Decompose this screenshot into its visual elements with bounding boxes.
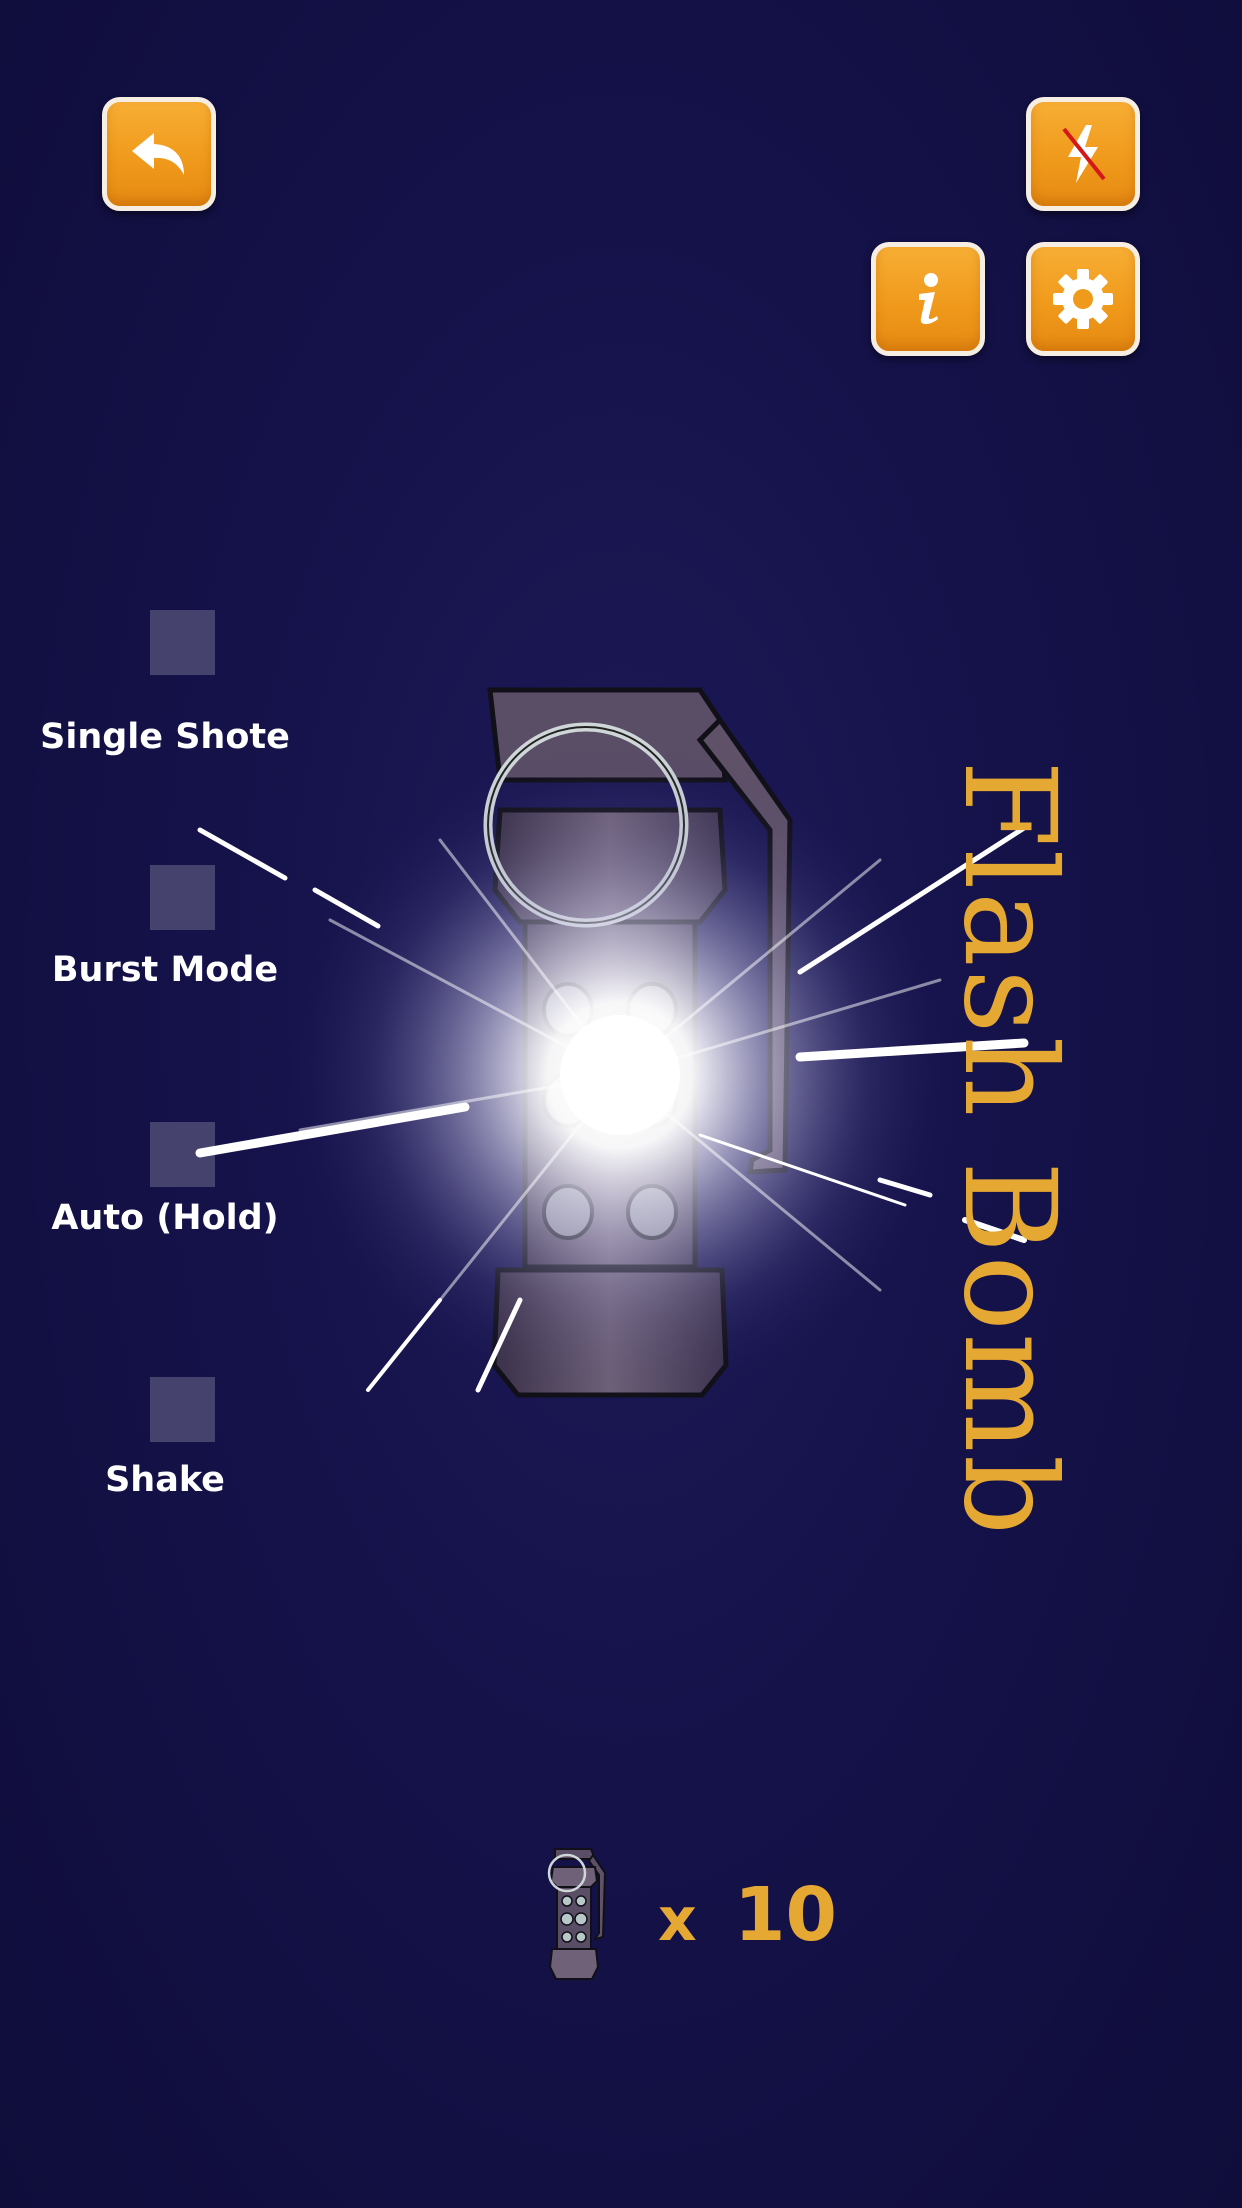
flash-toggle-button[interactable]	[1026, 97, 1140, 211]
grenade-count-icon	[547, 1848, 607, 1980]
single-shot-label: Single Shote	[40, 717, 290, 757]
info-icon	[919, 273, 938, 325]
burst-mode-checkbox[interactable]	[150, 865, 215, 930]
counter-prefix: x	[658, 1885, 697, 1955]
grenade-count: 10	[734, 1872, 837, 1958]
flash-grenade-illustration[interactable]	[180, 660, 1060, 1420]
auto-hold-label: Auto (Hold)	[51, 1198, 279, 1238]
back-arrow-icon	[132, 133, 184, 175]
gear-icon	[1053, 269, 1113, 329]
burst-mode-label: Burst Mode	[51, 950, 279, 990]
info-button[interactable]	[871, 242, 985, 356]
flash-off-icon	[1062, 125, 1106, 183]
back-button[interactable]	[102, 97, 216, 211]
shake-checkbox[interactable]	[150, 1377, 215, 1442]
app-title: Flash Bomb	[936, 760, 1083, 1538]
shake-label: Shake	[105, 1460, 225, 1500]
settings-button[interactable]	[1026, 242, 1140, 356]
single-shot-checkbox[interactable]	[150, 610, 215, 675]
